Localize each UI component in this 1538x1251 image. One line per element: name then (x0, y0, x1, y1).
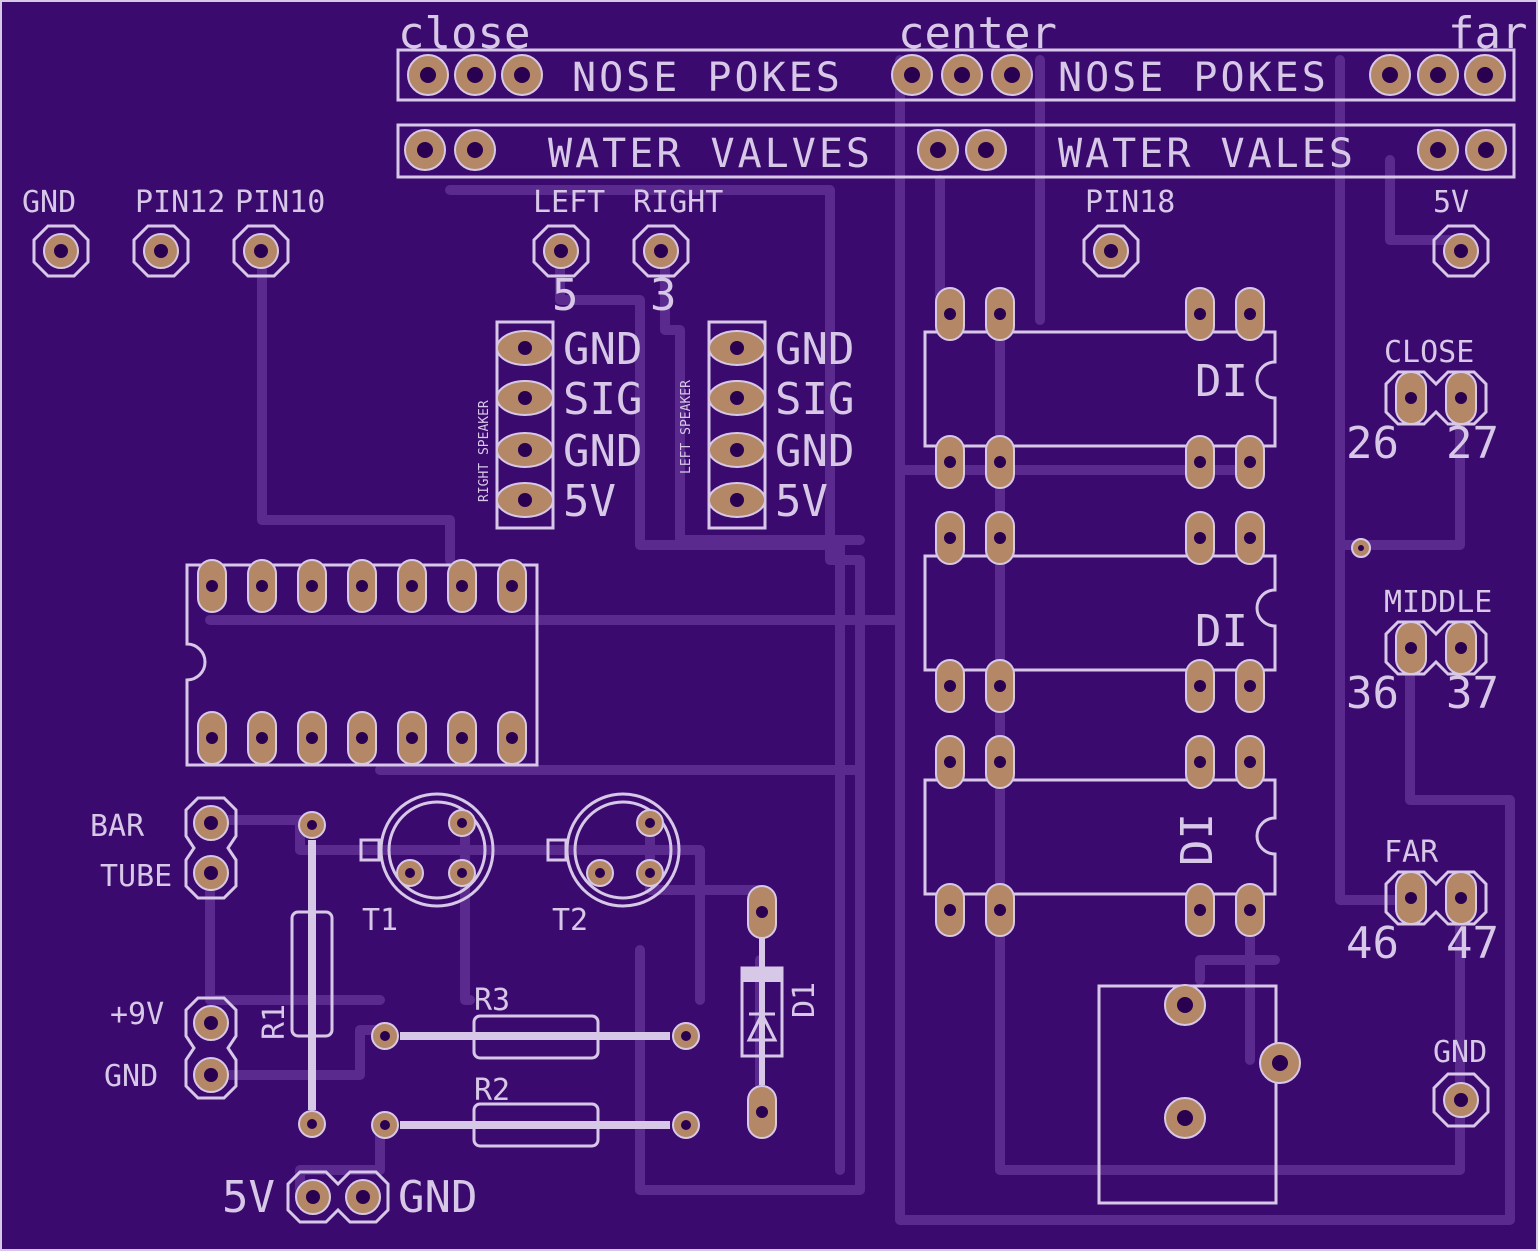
via-hole (1358, 545, 1364, 551)
middle-sensor-pin-b: 37 (1446, 668, 1499, 719)
dip-label-2: DI (1195, 606, 1248, 657)
right-pin-number: 3 (650, 270, 677, 321)
gnd-pin-label: GND (22, 185, 76, 220)
left-speaker-pin-4: 5V (775, 476, 828, 527)
close-sensor-pin-a: 26 (1346, 418, 1399, 469)
dip8-ic-2: DI (923, 511, 1277, 713)
right-speaker-pin-4: 5V (563, 476, 616, 527)
middle-sensor-label: MIDDLE (1384, 585, 1492, 620)
left-speaker-pads (708, 330, 766, 518)
transistor-t1: T1 (359, 792, 495, 938)
right-speaker-pads (496, 330, 554, 518)
water-valve-pads (404, 129, 1507, 171)
left-speaker-header: LEFT SPEAKER GND SIG GND 5V (679, 320, 854, 530)
far-sensor: FAR 46 47 (1346, 835, 1499, 969)
resistor-r3: R3 (371, 983, 700, 1060)
pin18-label: PIN18 (1085, 185, 1175, 220)
right-speaker-title: RIGHT SPEAKER (477, 400, 492, 502)
left-speaker-pin-3: GND (775, 426, 854, 477)
dip8-3-pads (935, 735, 1265, 937)
dip8-ic-1: DI (923, 287, 1277, 489)
dip-label-1: DI (1195, 356, 1248, 407)
bottom-power-connector: 5V GND (222, 1170, 477, 1224)
dip-label-3: DI (1172, 813, 1223, 866)
diode-d1: D1 (740, 885, 822, 1139)
t1-label: T1 (362, 903, 398, 938)
tube-label: TUBE (100, 859, 172, 894)
r2-label: R2 (474, 1073, 510, 1108)
right-speaker-outline (495, 320, 555, 530)
dip8-1-pads (935, 287, 1265, 489)
plus9v-label: +9V (110, 997, 164, 1032)
power-input-connector: +9V GND (104, 996, 238, 1100)
gnd-input-label: GND (104, 1059, 158, 1094)
resistor-r2: R2 (371, 1073, 700, 1148)
5v-pin-label: 5V (1433, 185, 1469, 220)
dip8-2-pads (935, 511, 1265, 713)
right-speaker-pin-2: SIG (563, 374, 642, 425)
water-valves-label-2: WATER VALES (1058, 131, 1356, 177)
5v-bottom-label: 5V (222, 1172, 275, 1223)
nose-poke-outline (396, 48, 1516, 102)
resistor-r1: R1 (257, 811, 334, 1138)
middle-sensor: MIDDLE 36 37 (1346, 585, 1499, 719)
top-pin-pads (32, 224, 1490, 278)
right-speaker-pin-1: GND (563, 324, 642, 375)
nose-poke-header: NOSE POKES NOSE POKES (396, 48, 1516, 102)
far-sensor-pin-a: 46 (1346, 918, 1399, 969)
left-pin-label: LEFT (533, 185, 605, 220)
far-sensor-pin-b: 47 (1446, 918, 1499, 969)
r3-label: R3 (474, 983, 510, 1018)
far-sensor-label: FAR (1384, 835, 1439, 870)
nose-pokes-label-2: NOSE POKES (1058, 55, 1329, 101)
left-speaker-pin-1: GND (775, 324, 854, 375)
right-speaker-header: RIGHT SPEAKER GND SIG GND 5V (477, 320, 642, 530)
dip14-ic (185, 559, 539, 767)
right-pin-label: RIGHT (633, 185, 723, 220)
close-sensor-label: CLOSE (1384, 335, 1474, 370)
left-pin-number: 5 (552, 270, 579, 321)
water-valves-label-1: WATER VALVES (548, 131, 873, 177)
d1-label: D1 (787, 982, 822, 1018)
left-speaker-pin-2: SIG (775, 374, 854, 425)
dip8-ic-3: DI (923, 735, 1277, 937)
right-speaker-pin-3: GND (563, 426, 642, 477)
top-pin-row: GND PIN12 PIN10 LEFT RIGHT PIN18 5V 5 3 (22, 185, 1490, 321)
copper-traces (205, 55, 1515, 1225)
left-speaker-outline (707, 320, 767, 530)
middle-sensor-pin-a: 36 (1346, 668, 1399, 719)
power-component (1097, 984, 1301, 1205)
right-gnd-label: GND (1433, 1035, 1487, 1070)
transistor-t2: T2 (546, 792, 681, 938)
close-sensor: CLOSE 26 27 (1346, 335, 1499, 469)
pin10-label: PIN10 (235, 185, 325, 220)
water-valve-outline (396, 123, 1516, 179)
left-speaker-title: LEFT SPEAKER (679, 380, 694, 474)
close-sensor-pin-b: 27 (1446, 418, 1499, 469)
r1-label: R1 (257, 1004, 292, 1040)
nose-poke-pads (407, 54, 1506, 96)
nose-pokes-label-1: NOSE POKES (572, 55, 843, 101)
dip14-pads (197, 559, 527, 765)
bar-label: BAR (90, 809, 145, 844)
gnd-bottom-label: GND (398, 1172, 477, 1223)
t2-label: T2 (552, 903, 588, 938)
bar-tube-connector: BAR TUBE (90, 796, 238, 900)
right-gnd-pin: GND (1432, 1035, 1490, 1128)
water-valve-header: WATER VALVES WATER VALES (396, 123, 1516, 179)
pin12-label: PIN12 (135, 185, 225, 220)
